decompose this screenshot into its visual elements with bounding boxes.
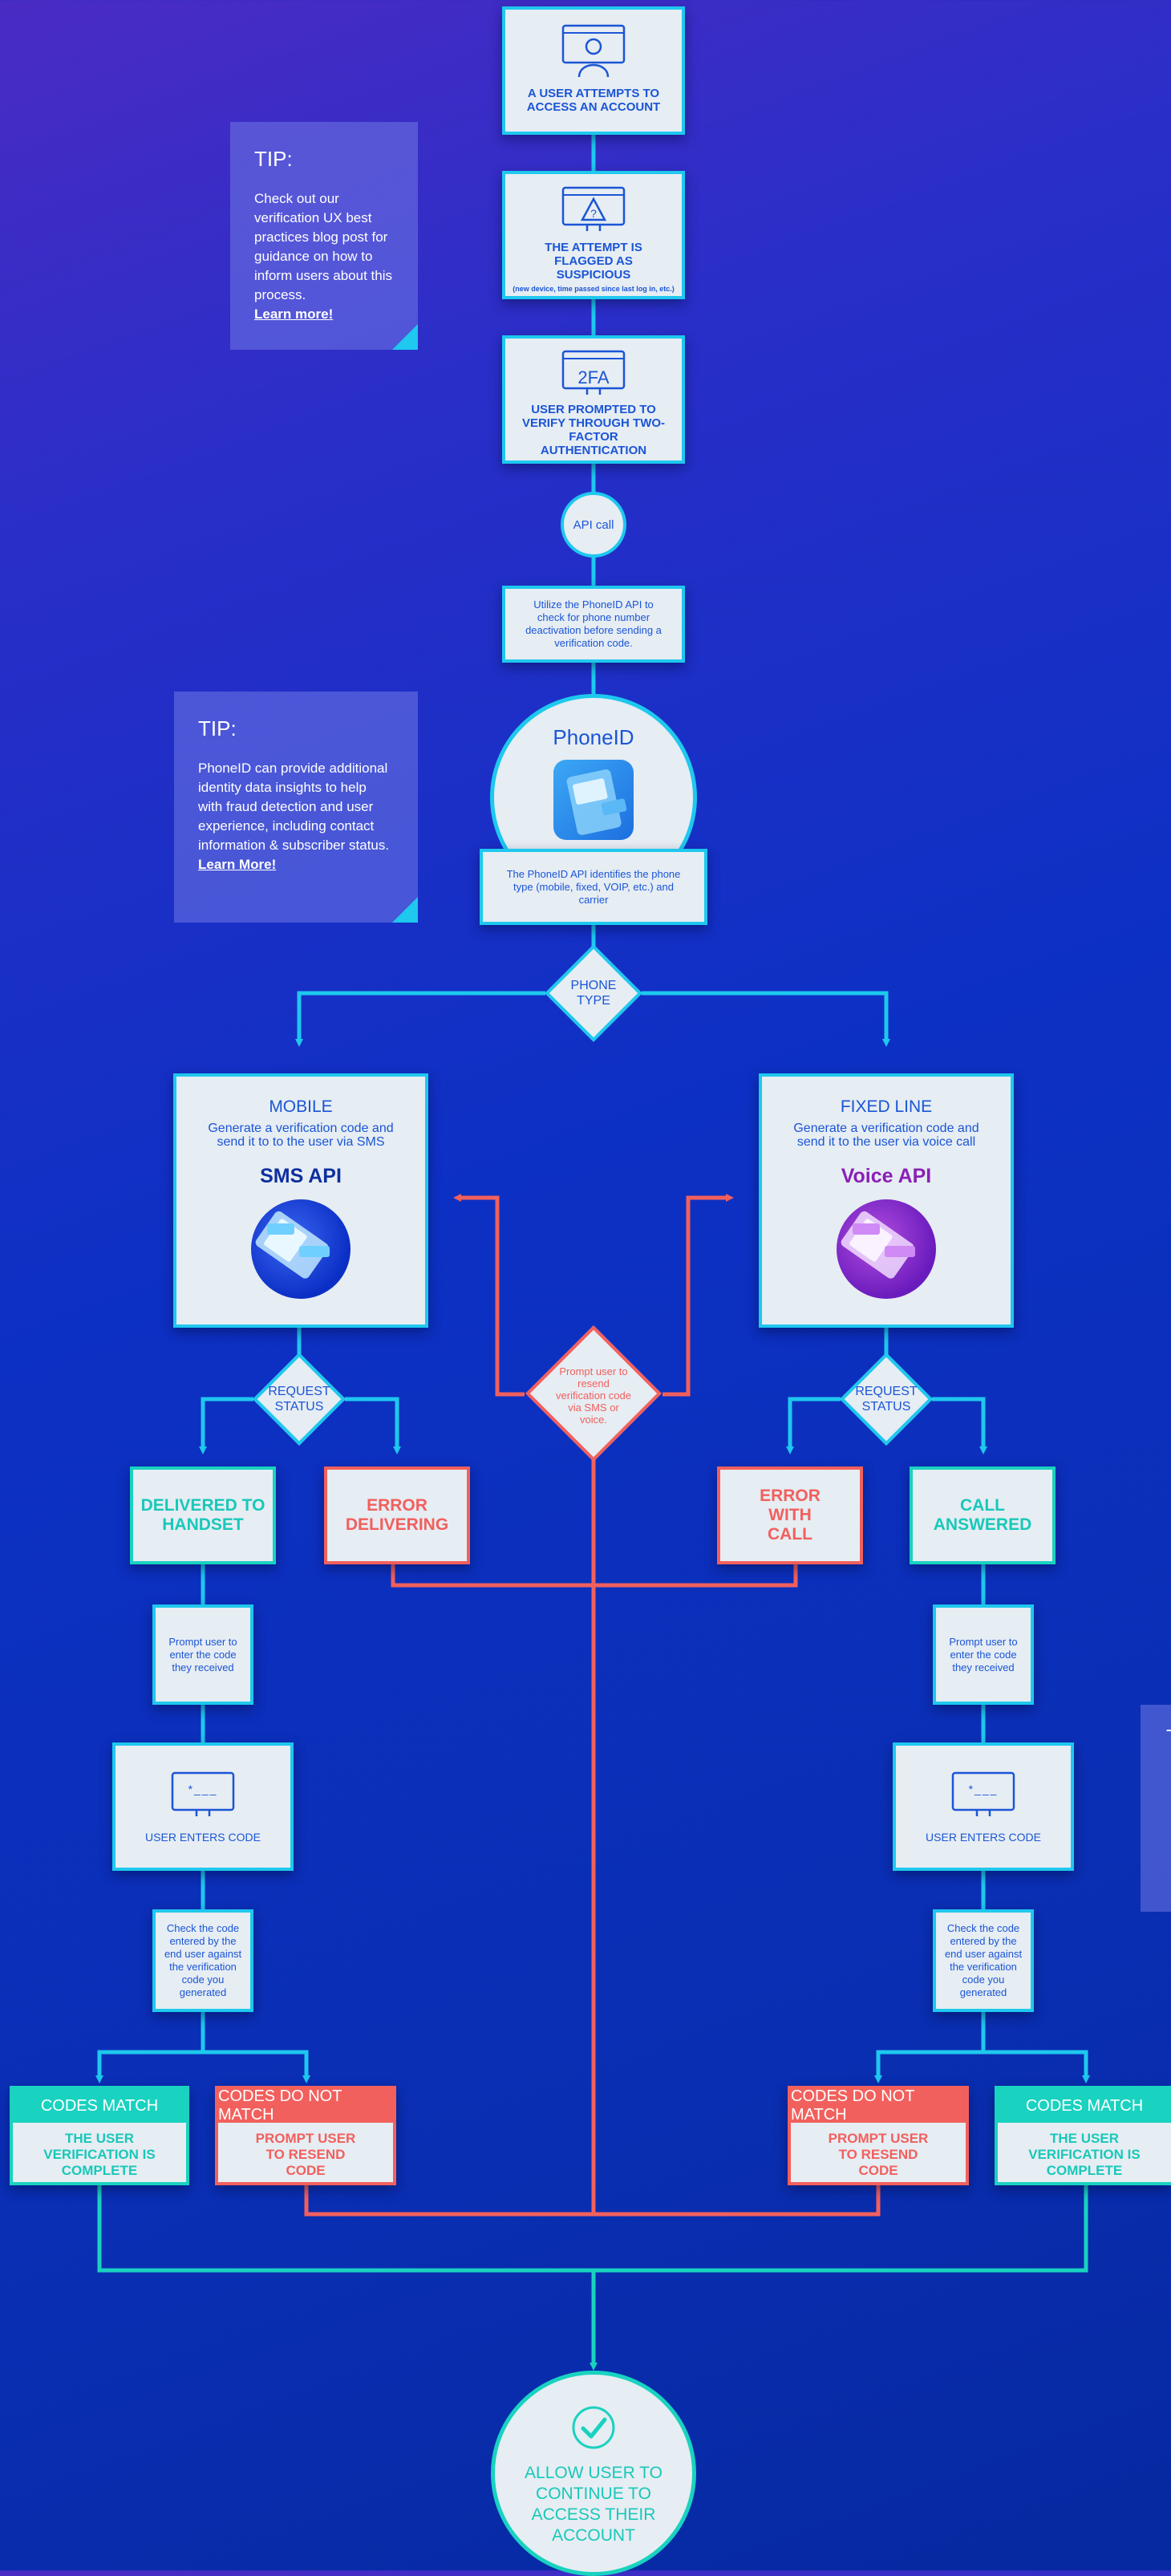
step-utilize-phoneid: Utilize the PhoneID API to check for pho… [502, 586, 685, 663]
step-flagged-label: THE ATTEMPT IS FLAGGED AS SUSPICIOUS [545, 240, 642, 282]
resend-label: Prompt user to resend verification code … [556, 1365, 631, 1426]
voice-api-graphic [837, 1199, 936, 1299]
mobile-desc: Generate a verification code and send it… [208, 1122, 394, 1149]
phone-type-label: PHONE TYPE [570, 979, 617, 1008]
code-entry-monitor-icon [951, 1771, 1015, 1816]
warning-screen-icon: ? [561, 186, 626, 231]
api-call-node: API call [561, 492, 626, 558]
tip-corner [392, 897, 418, 923]
codes-no-match-heading: CODES DO NOT MATCH [791, 2087, 966, 2124]
delivered-to-handset: DELIVERED TO HANDSET [130, 1466, 276, 1564]
error-with-call-label: ERROR WITH CALL [760, 1487, 821, 1544]
mobile-enters-label: USER ENTERS CODE [145, 1831, 261, 1844]
step-access-label: A USER ATTEMPTS TO ACCESS AN ACCOUNT [526, 87, 661, 114]
tip-box-ux: TIP: Check out our verification UX best … [230, 122, 418, 350]
delivered-label: DELIVERED TO HANDSET [140, 1496, 265, 1534]
svg-text:?: ? [590, 207, 597, 220]
mobile-user-enters-code: *___ USER ENTERS CODE [112, 1742, 294, 1871]
link-mstatus-error [345, 1397, 401, 1454]
learn-more-link[interactable]: Learn more! [254, 306, 334, 322]
fixed-desc: Generate a verification code and send it… [793, 1122, 979, 1149]
codes-no-match-body: PROMPT USER TO RESEND CODE [255, 2131, 356, 2178]
fixed-prompt-label: Prompt user to enter the code they recei… [949, 1635, 1018, 1673]
tip-box-phoneid: TIP: PhoneID can provide additional iden… [174, 692, 418, 923]
error-with-call: ERROR WITH CALL [717, 1466, 863, 1564]
tip-body: PhoneID can provide additional identity … [198, 761, 390, 853]
twofa-text: 2FA [577, 367, 610, 387]
call-answered-label: CALL ANSWERED [933, 1496, 1032, 1534]
step-2fa-label: USER PROMPTED TO VERIFY THROUGH TWO-FACT… [521, 403, 666, 457]
step-access-account: A USER ATTEMPTS TO ACCESS AN ACCOUNT [502, 6, 685, 135]
fixed-codes-match: CODES MATCH THE USER VERIFICATION IS COM… [995, 2086, 1171, 2185]
code-placeholder: *___ [188, 1783, 218, 1795]
fixed-codes-no-match: CODES DO NOT MATCH PROMPT USER TO RESEND… [788, 2086, 969, 2185]
voice-api-label: Voice API [841, 1165, 932, 1187]
codes-match-body: THE USER VERIFICATION IS COMPLETE [43, 2131, 156, 2178]
link-mcheck-match [95, 2050, 203, 2083]
tip-title: T [1166, 1726, 1171, 1747]
mobile-check-code: Check the code entered by the end user a… [152, 1909, 253, 2012]
link-type-fixed [642, 991, 890, 1047]
mobile-title: MOBILE [269, 1097, 333, 1116]
fixed-enters-label: USER ENTERS CODE [926, 1831, 1041, 1844]
checkmark-icon [572, 2406, 615, 2449]
fixed-line-panel: FIXED LINE Generate a verification code … [759, 1073, 1014, 1328]
fixed-check-code: Check the code entered by the end user a… [933, 1909, 1034, 2012]
link-resend-to-mobile [453, 1194, 525, 1397]
tip-title: TIP: [254, 147, 293, 171]
link-type-mobile [295, 991, 545, 1047]
step-flagged: ? THE ATTEMPT IS FLAGGED AS SUSPICIOUS (… [502, 171, 685, 299]
error-delivering-label: ERROR DELIVERING [345, 1496, 449, 1534]
link-fcheck-match [983, 2050, 1090, 2083]
step-2fa-prompt: 2FA USER PROMPTED TO VERIFY THROUGH TWO-… [502, 335, 685, 464]
sms-api-graphic [251, 1199, 350, 1299]
code-placeholder: *___ [968, 1783, 999, 1795]
mobile-prompt-enter-code: Prompt user to enter the code they recei… [152, 1604, 253, 1705]
mobile-panel: MOBILE Generate a verification code and … [173, 1073, 428, 1328]
twofa-screen-icon [561, 350, 626, 395]
fixed-user-enters-code: *___ USER ENTERS CODE [893, 1742, 1074, 1871]
link-mcheck-nomatch [203, 2050, 310, 2083]
mobile-request-status-label: REQUEST STATUS [268, 1385, 330, 1414]
link-resend-to-fixed [662, 1194, 734, 1397]
sms-api-label: SMS API [260, 1165, 342, 1187]
allow-access-label: ALLOW USER TO CONTINUE TO ACCESS THEIR A… [525, 2464, 662, 2545]
allow-access-node: ALLOW USER TO CONTINUE TO ACCESS THEIR A… [491, 2371, 696, 2576]
phoneid-desc-label: The PhoneID API identifies the phone typ… [506, 867, 681, 906]
api-call-label: API call [573, 517, 614, 532]
codes-no-match-body: PROMPT USER TO RESEND CODE [828, 2131, 929, 2178]
mobile-codes-match: CODES MATCH THE USER VERIFICATION IS COM… [10, 2086, 189, 2185]
call-answered: CALL ANSWERED [910, 1466, 1056, 1564]
code-entry-monitor-icon [171, 1771, 235, 1816]
mobile-codes-no-match: CODES DO NOT MATCH PROMPT USER TO RESEND… [215, 2086, 396, 2185]
fixed-check-label: Check the code entered by the end user a… [944, 1922, 1023, 1998]
tip-corner [392, 324, 418, 350]
phoneid-api-graphic [553, 760, 634, 840]
mobile-prompt-label: Prompt user to enter the code they recei… [168, 1635, 237, 1673]
phoneid-title: PhoneID [553, 725, 634, 749]
link-fstatus-answered [932, 1397, 987, 1454]
tip-body: Check out our verification UX best pract… [254, 191, 392, 302]
codes-match-heading: CODES MATCH [13, 2089, 186, 2123]
fixed-request-status-label: REQUEST STATUS [855, 1385, 918, 1414]
step-flagged-note: (new device, time passed since last log … [513, 284, 675, 293]
mobile-check-label: Check the code entered by the end user a… [164, 1922, 242, 1998]
link-mstatus-delivered [199, 1397, 253, 1454]
tip-title: TIP: [198, 716, 237, 740]
phoneid-description: The PhoneID API identifies the phone typ… [480, 849, 707, 925]
learn-more-link[interactable]: Learn More! [198, 857, 277, 872]
fixed-prompt-enter-code: Prompt user to enter the code they recei… [933, 1604, 1034, 1705]
codes-match-body: THE USER VERIFICATION IS COMPLETE [1028, 2131, 1141, 2178]
tip-box-partial: T [1141, 1705, 1171, 1912]
codes-no-match-heading: CODES DO NOT MATCH [218, 2087, 393, 2124]
link-nomatch-join [304, 2184, 881, 2217]
link-fstatus-error [786, 1397, 841, 1454]
error-delivering: ERROR DELIVERING [324, 1466, 470, 1564]
link-fcheck-nomatch [874, 2050, 983, 2083]
user-screen-icon [561, 24, 626, 78]
fixed-title: FIXED LINE [840, 1097, 933, 1116]
codes-match-heading: CODES MATCH [998, 2089, 1171, 2123]
step-utilize-label: Utilize the PhoneID API to check for pho… [525, 598, 662, 649]
